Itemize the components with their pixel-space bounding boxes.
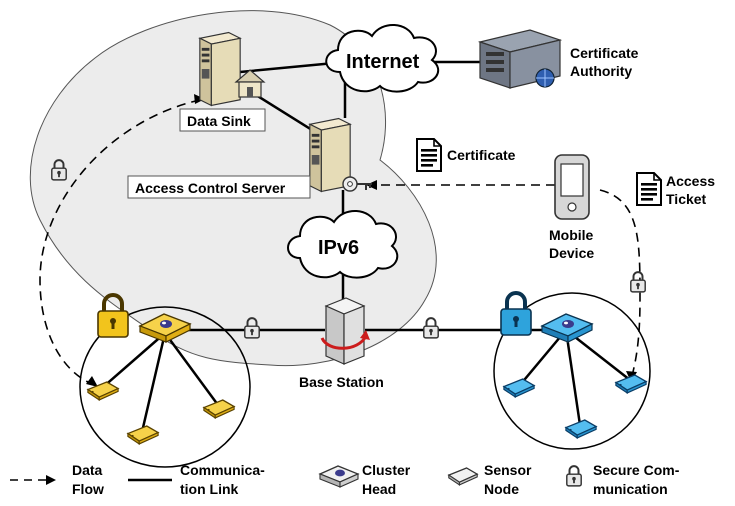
legend-communication-link-line1: Communica- [180, 462, 265, 478]
legend-data-flow-arrow [46, 475, 56, 485]
blue-sensor-node [565, 419, 597, 439]
legend-secure-communication-line2: munication [593, 481, 668, 497]
access-ticket-document-icon [636, 172, 662, 206]
legend-secure-communication-lock-icon [565, 465, 583, 487]
access-control-server-label: Access Control Server [135, 180, 286, 196]
internet-label: Internet [346, 51, 420, 73]
legend-sensor-node-line2: Node [484, 481, 519, 497]
mobile-device-label-line2: Device [549, 245, 594, 261]
certificate-label: Certificate [447, 147, 516, 163]
legend-sensor-node-line1: Sensor [484, 462, 532, 478]
blue-cluster-head [540, 313, 594, 343]
certificate-authority-server [477, 29, 563, 89]
access-ticket-label-line1: Access [666, 173, 715, 189]
data-sink-label-box [179, 108, 266, 132]
legend-secure-communication-line1: Secure Com- [593, 462, 680, 478]
certificate-document-icon [416, 138, 442, 172]
certificate-authority-label-line2: Authority [570, 63, 632, 79]
blue-sensor-node [615, 374, 647, 394]
legend-sensor-node-icon [448, 467, 478, 486]
yellow-cluster-head [138, 313, 192, 343]
blue-network-lock-icon [500, 291, 532, 336]
secure-communication-lock-icon [422, 317, 440, 339]
ipv6-label: IPv6 [318, 237, 359, 259]
secure-communication-lock-icon [629, 271, 647, 293]
yellow-sensor-network [79, 306, 251, 468]
mobile-device-label-line1: Mobile [549, 227, 594, 243]
access-ticket-label-line2: Ticket [666, 191, 707, 207]
mobile-device-icon [554, 154, 590, 220]
access-control-server [309, 117, 372, 193]
blue-sensor-node [503, 378, 535, 398]
blue-sensor-network [493, 292, 651, 450]
ipv6-cloud: IPv6 [287, 210, 399, 279]
legend: Data Flow Communica- tion Link Cluster H… [10, 462, 680, 497]
communication-links [101, 60, 631, 433]
base-station-label: Base Station [299, 374, 384, 390]
yellow-network-lock-icon [97, 293, 129, 338]
data-flows [39, 99, 641, 385]
acs-label-box [127, 175, 311, 199]
legend-cluster-head-icon [318, 465, 360, 488]
yellow-sensor-node [127, 425, 159, 445]
yellow-sensor-node [203, 399, 235, 419]
data-sink-server [199, 31, 266, 107]
legend-cluster-head-line1: Cluster [362, 462, 411, 478]
base-station-icon [320, 297, 370, 365]
legend-communication-link-line2: tion Link [180, 481, 239, 497]
legend-data-flow-line2: Flow [72, 481, 104, 497]
data-sink-label: Data Sink [187, 113, 251, 129]
legend-cluster-head-line2: Head [362, 481, 396, 497]
certificate-authority-label-line1: Certificate [570, 45, 639, 61]
internet-cloud: Internet [325, 24, 439, 93]
legend-data-flow-line1: Data [72, 462, 103, 478]
